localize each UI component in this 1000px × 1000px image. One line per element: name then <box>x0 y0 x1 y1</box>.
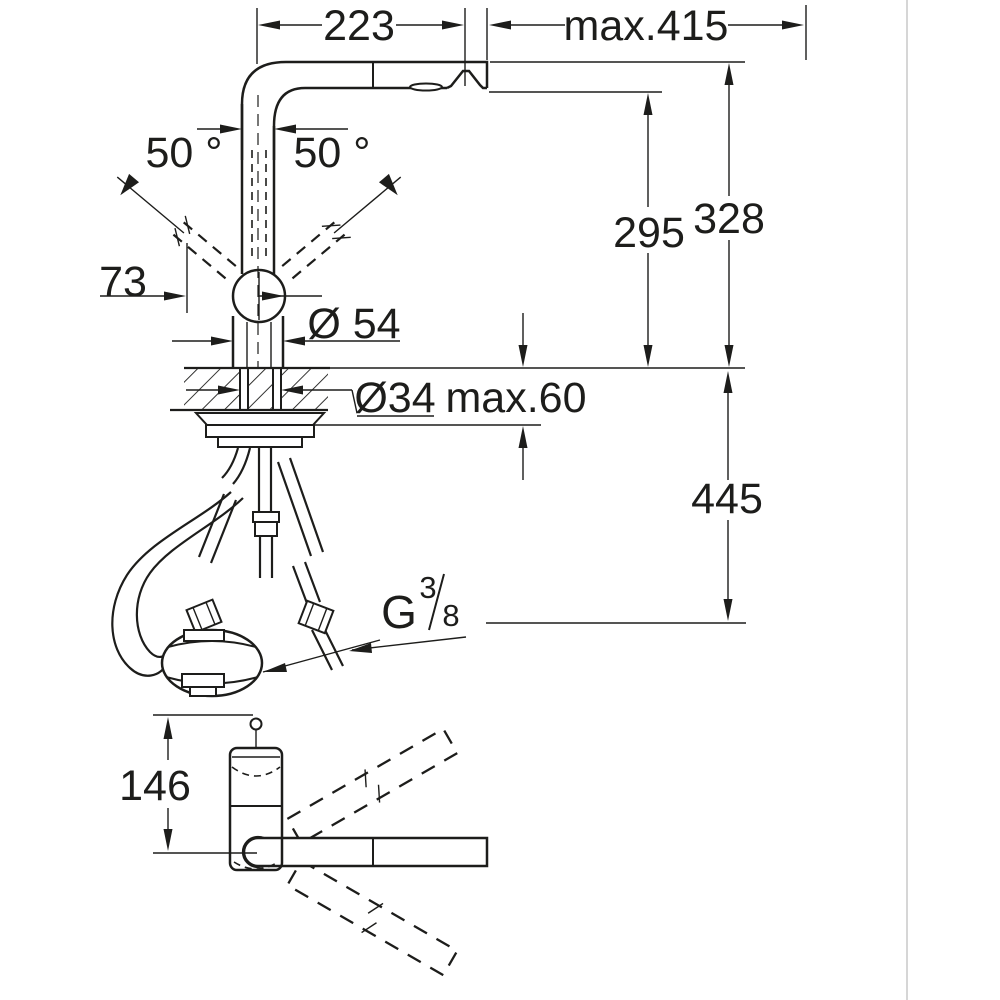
mounting-collar <box>217 436 303 448</box>
spout-bar <box>242 836 489 868</box>
spray-head-button <box>409 82 443 92</box>
dim-max60-label: max.60 <box>445 374 586 422</box>
spout-inner-edge <box>272 86 447 160</box>
hose-stub-b <box>232 447 252 485</box>
hose-nut-right <box>297 599 335 635</box>
aerator-outline <box>446 69 487 90</box>
shank-wall-gap-right <box>273 369 280 410</box>
countertop <box>170 366 745 448</box>
dim-146-label: 146 <box>119 762 191 810</box>
swivel-arm-lower-dashed <box>285 859 459 977</box>
right-hose-a2 <box>288 457 325 553</box>
spout-outer-edge <box>240 60 489 160</box>
thread-g-label: G <box>381 586 417 638</box>
left-hose-a <box>197 493 226 558</box>
mounting-flange <box>193 412 327 426</box>
angle-arrow-right <box>274 124 296 134</box>
hose-connector-top <box>252 511 280 523</box>
right-hose-a1 <box>276 461 313 557</box>
pin-circle <box>249 717 263 731</box>
dim-50-right-label: 50 ° <box>294 129 371 177</box>
dim-445-label: 445 <box>691 475 763 523</box>
right-hose-tail-b <box>322 625 344 667</box>
dimension-328: 328 <box>490 61 765 367</box>
right-hose-tail-a <box>311 629 333 671</box>
hose-nut-left <box>185 598 223 634</box>
hose-stub-a <box>221 447 240 479</box>
body-bottom-dashed-arc <box>233 861 279 870</box>
dimension-max60: max.60 <box>310 313 587 480</box>
dim-max415-label: max.415 <box>564 2 729 50</box>
dim-dia34-label: Ø34 <box>354 374 435 422</box>
right-hose-b2 <box>303 561 322 603</box>
dim-73-label: 73 <box>99 258 147 306</box>
dimension-445: 445 <box>486 371 763 624</box>
hoses-assembly <box>111 447 344 698</box>
body-dashed-arc <box>231 766 281 777</box>
dim-223-label: 223 <box>323 2 395 50</box>
thread-numerator-label: 3 <box>419 570 436 605</box>
lever-left-50 <box>116 173 238 280</box>
faucet-side-view <box>116 60 489 368</box>
faucet-top-view: 146 <box>119 714 489 977</box>
dim-50-left-label: 50 ° <box>146 129 223 177</box>
dim-295-label: 295 <box>613 209 685 257</box>
dim-328-label: 328 <box>693 195 765 243</box>
hose-weight <box>160 628 264 698</box>
dimension-73: 73 <box>99 243 322 313</box>
dimension-295: 295 <box>489 91 685 367</box>
mounting-nut <box>205 424 315 438</box>
lever-right-50 <box>280 173 402 280</box>
right-hose-b1 <box>291 565 310 607</box>
hose-loop-inner <box>135 497 244 658</box>
dimension-223: 223 <box>256 2 466 86</box>
deck-hatching <box>184 369 328 409</box>
dimension-146: 146 <box>119 714 257 854</box>
dim-dia54-label: Ø 54 <box>307 300 400 348</box>
hose-connector-body <box>254 521 278 537</box>
dimension-max415: max.415 <box>486 2 807 60</box>
angle-arrow-left <box>220 124 242 134</box>
dimension-dia54: Ø 54 <box>172 300 401 348</box>
thread-label-g38: G 3 8 <box>262 570 467 673</box>
swivel-arm-upper-dashed <box>285 727 459 845</box>
dimension-dia34: Ø34 <box>186 374 436 422</box>
shank-wall-gap-left <box>241 369 248 410</box>
hose-loop-outer <box>111 491 232 677</box>
left-hose-b <box>209 499 238 564</box>
thread-denominator-label: 8 <box>442 598 459 633</box>
